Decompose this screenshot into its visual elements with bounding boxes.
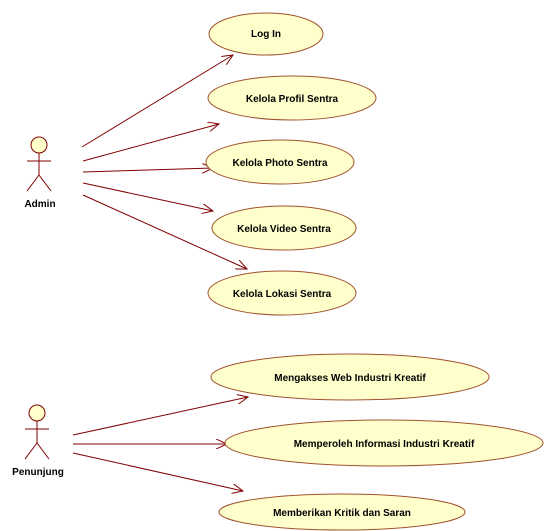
use-case-label: Memberikan Kritik dan Saran <box>273 508 411 519</box>
actor-admin-label: Admin <box>24 199 55 210</box>
use-case-label: Memperoleh Informasi Industri Kreatif <box>294 439 475 450</box>
use-case-label: Kelola Video Sentra <box>237 224 331 235</box>
use-case-label: Kelola Lokasi Sentra <box>233 289 332 300</box>
use-case-kelola-lokasi-sentra: Kelola Lokasi Sentra <box>207 270 357 316</box>
association-kelola-photo <box>82 168 213 172</box>
use-case-label: Kelola Photo Sentra <box>232 158 327 169</box>
actor-penunjung: Penunjung <box>12 404 64 478</box>
use-case-label: Kelola Profil Sentra <box>246 94 339 105</box>
use-case-mengakses-web-industri-kreatif: Mengakses Web Industri Kreatif <box>210 353 490 401</box>
actor-penunjung-label: Penunjung <box>12 467 64 478</box>
use-case-kelola-profil-sentra: Kelola Profil Sentra <box>207 75 377 121</box>
association-memberikan-kritik <box>72 452 243 491</box>
actor-head <box>30 136 48 154</box>
use-case-kelola-photo-sentra: Kelola Photo Sentra <box>205 139 355 185</box>
association-kelola-lokasi <box>82 194 247 269</box>
use-case-label: Log In <box>251 29 281 40</box>
association-kelola-video <box>82 182 213 211</box>
use-case-kelola-video-sentra: Kelola Video Sentra <box>211 205 357 251</box>
actor-head <box>28 404 46 422</box>
use-case-label: Mengakses Web Industri Kreatif <box>274 373 426 384</box>
use-case-log-in: Log In <box>208 12 324 56</box>
association-mengakses-web <box>72 397 248 436</box>
association-log-in <box>81 55 233 148</box>
use-case-memperoleh-informasi-industri-kreatif: Memperoleh Informasi Industri Kreatif <box>224 419 544 467</box>
use-case-memberikan-kritik-dan-saran: Memberikan Kritik dan Saran <box>218 493 466 531</box>
association-kelola-profil <box>82 124 219 162</box>
actor-admin: Admin <box>24 136 56 210</box>
